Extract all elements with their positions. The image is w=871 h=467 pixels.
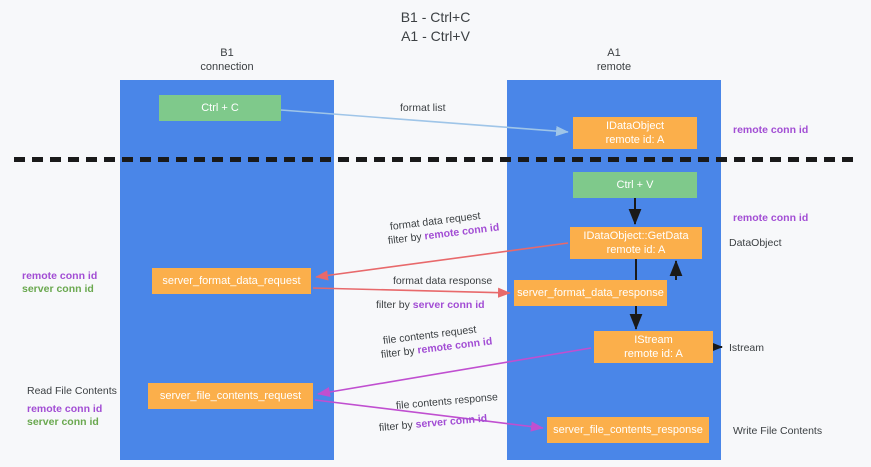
- filter-prefix: filter by: [376, 299, 413, 311]
- annotation-right-remote-conn-id-top: remote conn id: [733, 124, 809, 136]
- node-idataobject[interactable]: IDataObject remote id: A: [573, 117, 697, 149]
- annotation-left-read-file-contents: Read File Contents: [27, 385, 117, 397]
- annotation-right-remote-conn-id-mid: remote conn id: [733, 212, 809, 224]
- annotation-right-write-file-contents: Write File Contents: [733, 425, 823, 437]
- filter-key-server-conn-id: server conn id: [412, 299, 485, 311]
- node-server-file-contents-response[interactable]: server_file_contents_response: [547, 417, 709, 443]
- edge-label-format-list: format list: [400, 102, 446, 114]
- node-server-format-data-response[interactable]: server_format_data_response: [514, 280, 667, 306]
- edge-label-format-data-response-filter: filter by server conn id: [376, 298, 485, 312]
- annotation-left-server-conn-id: server conn id: [22, 283, 94, 295]
- annotation-right-dataobject: DataObject: [729, 237, 782, 249]
- node-ctrl-v[interactable]: Ctrl + V: [573, 172, 697, 198]
- node-server-format-data-request[interactable]: server_format_data_request: [152, 268, 311, 294]
- annotation-left-bottom-server-conn-id: server conn id: [27, 416, 99, 428]
- diagram-title: B1 - Ctrl+C A1 - Ctrl+V: [400, 9, 471, 44]
- filter-prefix: filter by: [378, 418, 417, 434]
- node-server-file-contents-request[interactable]: server_file_contents_request: [148, 383, 313, 409]
- annotation-right-istream: Istream: [729, 342, 765, 354]
- annotation-left-bottom-remote-conn-id: remote conn id: [27, 403, 103, 415]
- annotation-left-remote-conn-id: remote conn id: [22, 270, 98, 282]
- node-istream[interactable]: IStream remote id: A: [594, 331, 713, 363]
- swimlane-b1-heading: B1 connection: [200, 47, 254, 73]
- edge-label-format-data-response: format data response: [393, 275, 493, 287]
- swimlane-a1-heading: A1 remote: [596, 47, 632, 73]
- phase-divider: [14, 157, 857, 162]
- node-ctrl-c[interactable]: Ctrl + C: [159, 95, 281, 121]
- node-idataobject-getdata[interactable]: IDataObject::GetData remote id: A: [570, 227, 702, 259]
